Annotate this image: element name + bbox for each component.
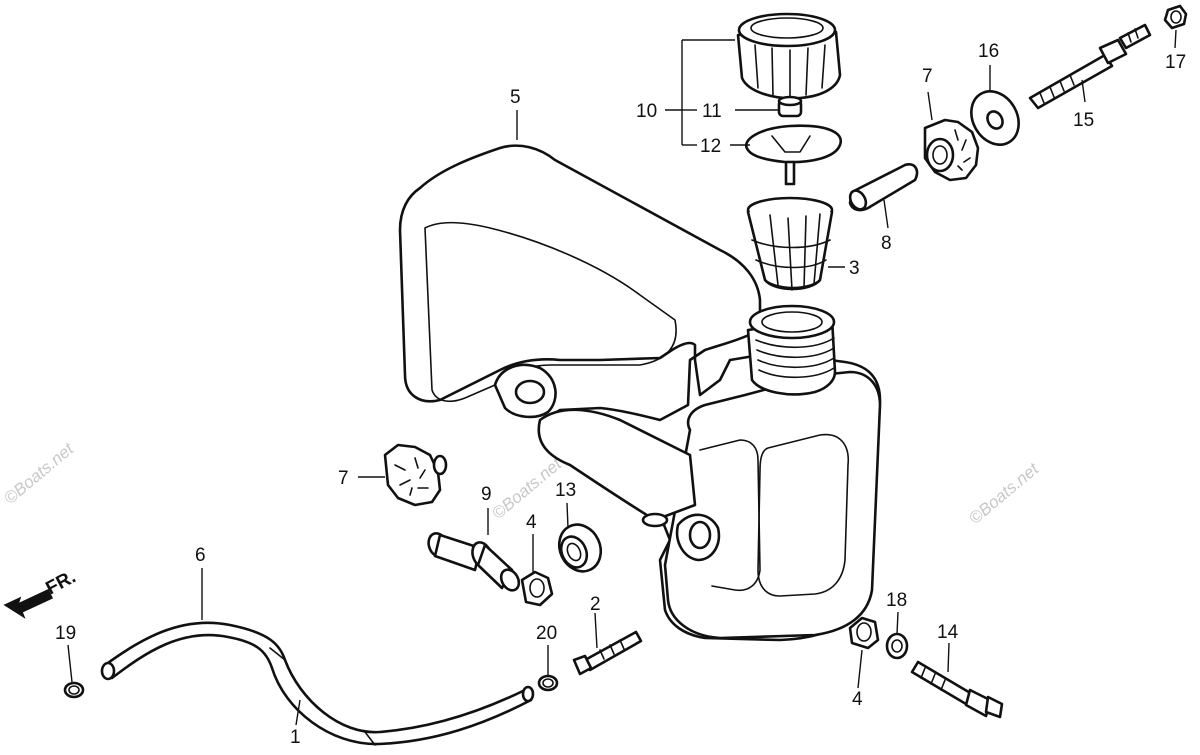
- bushing: [557, 523, 603, 573]
- front-direction-arrow: FR.: [3, 567, 79, 619]
- callout-4-right: 4: [852, 689, 863, 710]
- callout-15: 15: [1073, 110, 1094, 131]
- callout-12: 12: [700, 136, 721, 157]
- callout-13: 13: [555, 480, 576, 501]
- callout-1: 1: [290, 727, 301, 748]
- grommet-left: [520, 570, 554, 607]
- nut-upper: [1163, 4, 1188, 30]
- callout-20: 20: [536, 623, 557, 644]
- callout-16: 16: [978, 41, 999, 62]
- leader-lines: [67, 29, 1177, 726]
- washer-upper: [970, 90, 1020, 146]
- watermark: ©Boats.net: [965, 458, 1043, 528]
- callout-2: 2: [590, 594, 601, 615]
- callout-19: 19: [55, 623, 76, 644]
- collar: [885, 632, 909, 660]
- bolt-upper: [1028, 23, 1152, 110]
- fuel-cap: [736, 12, 843, 186]
- callout-18: 18: [886, 590, 907, 611]
- watermark: ©Boats.net: [0, 438, 78, 508]
- rubber-mount-left: [383, 443, 448, 507]
- callout-5: 5: [510, 87, 521, 108]
- callout-7-upper: 7: [922, 66, 933, 87]
- callout-17: 17: [1165, 52, 1186, 73]
- bolt-lower: [910, 660, 1004, 719]
- bolt-small: [572, 630, 643, 676]
- fuel-tank: [398, 144, 882, 642]
- callout-11: 11: [702, 101, 722, 122]
- spacer-tube: [848, 163, 919, 212]
- callout-labels: 5 10 11 12 7 16 15 17 8 3 7 9 13 4 2 20 …: [55, 41, 1186, 748]
- callout-7-left: 7: [338, 468, 349, 489]
- callout-14: 14: [937, 622, 959, 643]
- fuel-hose: [100, 621, 535, 746]
- callout-6: 6: [195, 545, 206, 566]
- rubber-mount-upper: [923, 118, 980, 182]
- fuel-joint: [427, 532, 521, 592]
- hose-clamp-right: [537, 674, 559, 692]
- hose-clamp-left: [63, 681, 85, 699]
- callout-8: 8: [881, 233, 892, 254]
- callout-3: 3: [849, 258, 860, 279]
- callout-10: 10: [636, 101, 657, 122]
- callout-9: 9: [481, 484, 492, 505]
- fuel-strainer: [746, 196, 834, 291]
- callout-4-left: 4: [526, 512, 537, 533]
- grommet-right: [848, 616, 880, 650]
